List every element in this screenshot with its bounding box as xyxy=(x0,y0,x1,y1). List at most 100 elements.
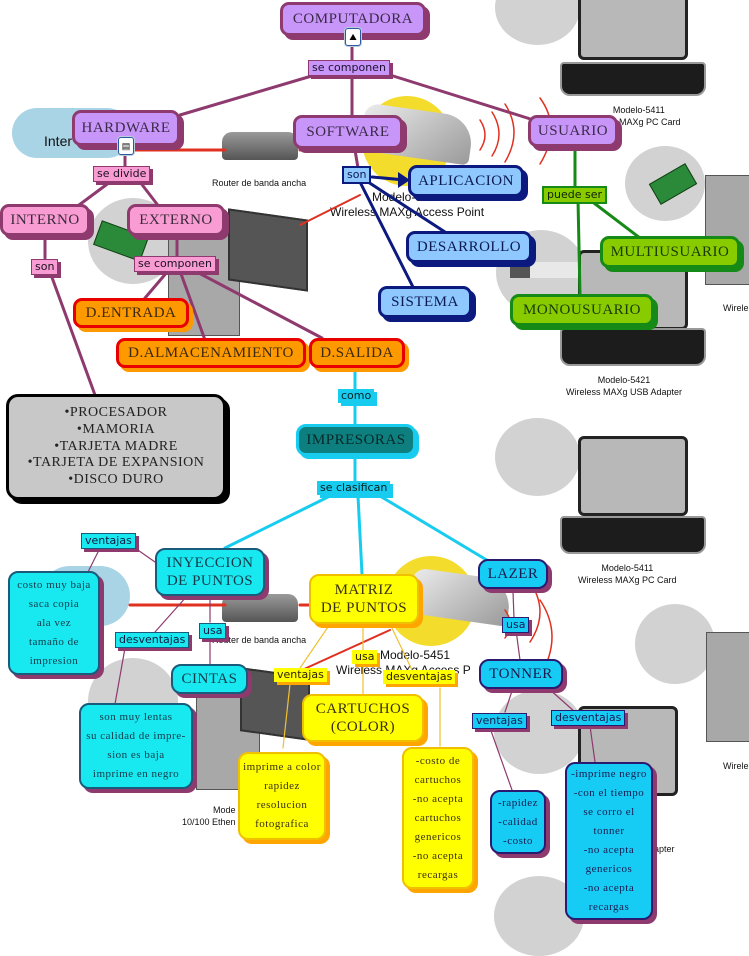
link-se-componen-salida xyxy=(193,269,324,340)
usb-caption-line2: Wireless MAXg USB Adapter xyxy=(566,387,683,397)
node-interno-label: INTERNO xyxy=(10,212,80,228)
laptop-screen-mid2 xyxy=(578,436,688,516)
node-desarrollo[interactable]: DESARROLLO xyxy=(406,231,532,263)
node-matriz[interactable]: MATRIZ DE PUNTOS xyxy=(309,574,419,624)
node-d-entrada[interactable]: D.ENTRADA xyxy=(73,298,189,328)
link-se-clasifican-inyeccion xyxy=(223,494,332,550)
ventaja-item: ala vez xyxy=(36,616,72,629)
node-cartuchos-line2: (COLOR) xyxy=(330,719,396,735)
node-lazer-label: LAZER xyxy=(487,566,539,582)
node-tonner-label: TONNER xyxy=(489,666,553,682)
desventaja-item: imprime en negro xyxy=(92,768,180,780)
router-caption-top: Router de banda ancha xyxy=(212,178,307,188)
node-aplicacion-label: APLICACION xyxy=(418,173,514,189)
internal-part-item: •TARJETA MADRE xyxy=(54,438,178,454)
node-externo[interactable]: EXTERNO xyxy=(127,204,225,236)
node-inyeccion-line2: DE PUNTOS xyxy=(166,573,254,589)
node-tonner[interactable]: TONNER xyxy=(479,659,563,689)
link-desventajas-box xyxy=(114,647,126,705)
ap-caption-top-line2: Wireless MAXg Access Point xyxy=(330,205,485,219)
link-se-divide-interno xyxy=(73,180,112,210)
link-desventajas-lazerbox xyxy=(589,725,596,763)
ap-caption-bottom-line1: Modelo-5451 xyxy=(380,648,451,662)
node-lazer[interactable]: LAZER xyxy=(478,559,548,589)
router-image-bottom xyxy=(222,594,298,622)
ventaja-item: costo muy baja xyxy=(17,578,91,591)
pci-caption-right-top: Wirele xyxy=(723,303,749,313)
node-lazer-desventajas[interactable]: -imprime negro -con el tiempo se corro e… xyxy=(565,762,653,920)
ethernet-caption-line1: Mode xyxy=(213,805,236,815)
node-software-label: SOFTWARE xyxy=(306,124,390,140)
link-son-sistema xyxy=(358,180,415,289)
node-aplicacion[interactable]: APLICACION xyxy=(408,165,524,197)
node-lazer-ventajas[interactable]: -rapidez -calidad -costo xyxy=(490,790,546,854)
internet-cloud-caption: Inter xyxy=(44,133,73,149)
desventaja-item: -con el tiempo xyxy=(573,787,645,799)
node-matriz-ventajas[interactable]: imprime a color rapidez resolucion fotog… xyxy=(238,752,326,840)
node-d-almacenamiento-label: D.ALMACENAMIENTO xyxy=(128,345,294,361)
usb-halo-bottom xyxy=(494,690,584,774)
internal-part-item: •PROCESADOR xyxy=(64,405,168,420)
desventaja-item: genericos xyxy=(414,830,462,843)
link-inyeccion-desventajas xyxy=(154,595,188,633)
node-d-salida[interactable]: D.SALIDA xyxy=(309,338,405,368)
link-ventajas-lazerbox xyxy=(489,727,513,791)
node-inyeccion[interactable]: INYECCION DE PUNTOS xyxy=(155,548,265,596)
node-sistema[interactable]: SISTEMA xyxy=(378,286,472,318)
node-multiusuario[interactable]: MULTIUSUARIO xyxy=(600,236,740,268)
node-software[interactable]: SOFTWARE xyxy=(293,115,403,149)
ventaja-item: -rapidez xyxy=(497,796,539,809)
node-monousuario[interactable]: MONOUSUARIO xyxy=(510,294,654,326)
desventaja-item: su calidad de impre- xyxy=(86,730,186,742)
router-image-top xyxy=(222,132,298,160)
node-multiusuario-label: MULTIUSUARIO xyxy=(610,244,730,260)
desventaja-item: genericos xyxy=(585,863,633,875)
link-se-componen-almacenamiento xyxy=(178,269,207,342)
node-d-almacenamiento[interactable]: D.ALMACENAMIENTO xyxy=(116,338,306,368)
node-inyeccion-desventajas[interactable]: son muy lentas su calidad de impre- sion… xyxy=(79,703,193,789)
wireless-arc xyxy=(529,581,541,643)
label-se-divide: se divide xyxy=(93,166,151,182)
node-cintas[interactable]: CINTAS xyxy=(171,664,248,694)
image-icon[interactable]: ⛰ xyxy=(345,28,361,46)
desventaja-item: son muy lentas xyxy=(99,711,173,723)
router-caption-bottom: Router de banda ancha xyxy=(212,635,307,645)
desventaja-item: cartuchos xyxy=(414,811,462,824)
pci-halo-right-bottom xyxy=(635,604,715,684)
node-inyeccion-ventajas[interactable]: costo muy baja saca copia ala vez tamaño… xyxy=(8,571,100,675)
node-matriz-desventajas[interactable]: -costo de cartuchos -no acepta cartuchos… xyxy=(402,747,474,889)
ventaja-item: -costo xyxy=(503,834,533,847)
node-usuario[interactable]: USUARIO xyxy=(528,115,618,147)
ventaja-item: fotografica xyxy=(255,818,309,830)
desventaja-item: -imprime negro xyxy=(571,768,647,780)
node-sistema-label: SISTEMA xyxy=(391,294,459,310)
pci-caption-right-bottom: Wirele xyxy=(723,761,749,771)
node-externo-label: EXTERNO xyxy=(139,212,213,228)
node-impresoras-label: IMPRESORAS xyxy=(306,432,406,448)
ventaja-item: saca copia xyxy=(28,597,80,610)
node-cartuchos[interactable]: CARTUCHOS (COLOR) xyxy=(302,694,424,742)
node-impresoras[interactable]: IMPRESORAS xyxy=(296,424,416,456)
desventaja-item: recargas xyxy=(588,901,630,913)
ethernet-caption-line2: 10/100 Ethen xyxy=(182,817,236,827)
node-monousuario-label: MONOUSUARIO xyxy=(522,302,641,318)
label-usa-matriz: usa xyxy=(352,650,378,664)
label-desventajas-matriz: desventajas xyxy=(383,670,456,684)
node-hardware-label: HARDWARE xyxy=(81,120,171,136)
node-internal-parts[interactable]: •PROCESADOR •MAMORIA •TARJETA MADRE •TAR… xyxy=(6,394,226,500)
internal-part-item: •MAMORIA xyxy=(76,421,156,437)
node-inyeccion-line1: INYECCION xyxy=(166,555,254,571)
ethernet-caption: Mode 10/100 Ethen xyxy=(182,804,236,828)
document-image-icon[interactable]: ▤ xyxy=(118,137,134,155)
label-puede-ser: puede ser xyxy=(542,186,607,204)
desventaja-item: sion es baja xyxy=(107,749,165,761)
node-d-entrada-label: D.ENTRADA xyxy=(85,305,177,321)
pccard-caption-top-line1: Modelo-5411 xyxy=(612,105,665,115)
link-se-componen-hardware xyxy=(178,73,317,117)
cable-line xyxy=(299,194,361,226)
laptop-base-mid xyxy=(560,328,706,366)
link-lazer-usa xyxy=(512,591,515,619)
node-interno[interactable]: INTERNO xyxy=(0,204,90,236)
internal-part-item: •DISCO DURO xyxy=(68,472,164,488)
ventaja-item: resolucion xyxy=(256,799,308,811)
